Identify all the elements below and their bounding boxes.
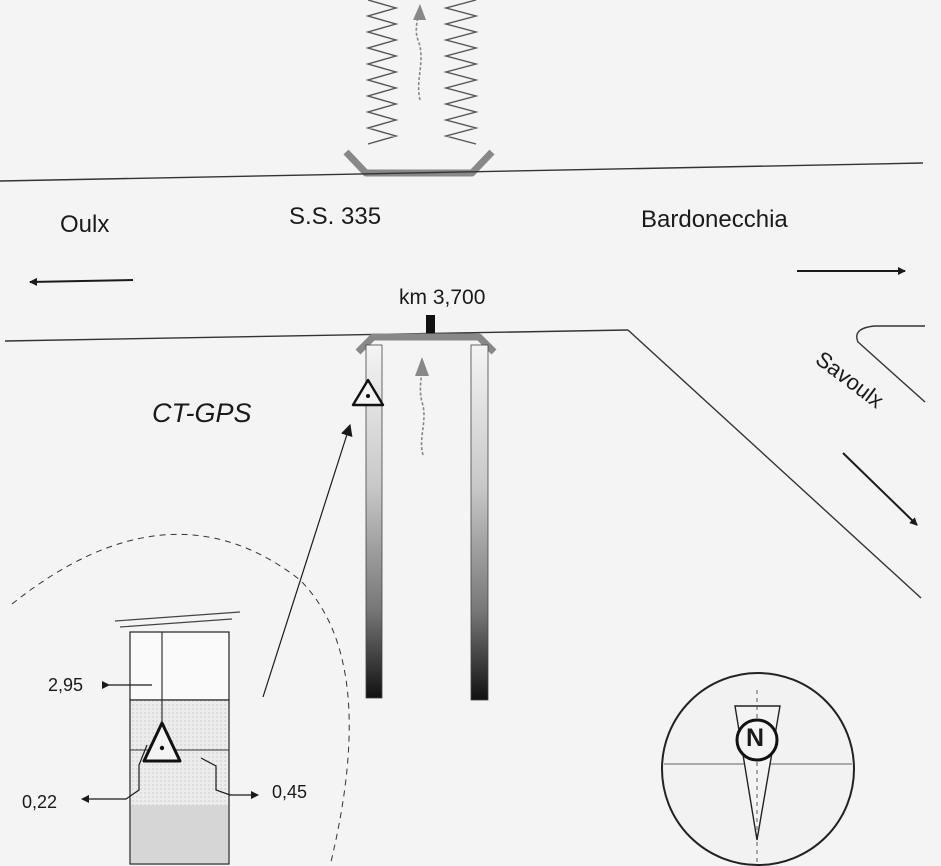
inset-dashed-boundary [11, 534, 350, 866]
inset-depth-value: 2,95 [48, 675, 84, 695]
inset-left-offset-value: 0,22 [22, 792, 58, 812]
inset-station-marker [142, 721, 182, 763]
lower-flow-arrowhead [415, 357, 429, 376]
upper-channel-left-wall [365, 0, 399, 145]
upper-culvert-outlet [343, 149, 495, 177]
inset-column-top [129, 631, 230, 701]
label-bardonecchia: Bardonecchia [641, 206, 788, 233]
label-km-marker: km 3,700 [399, 286, 486, 309]
km-marker-post [426, 315, 435, 335]
ct-gps-station-marker [351, 378, 385, 407]
road-south-edge [4, 329, 629, 342]
label-oulx: Oulx [60, 211, 110, 238]
lower-channel-left-wall [365, 344, 383, 699]
lower-channel [351, 333, 497, 701]
north-compass [661, 672, 855, 866]
compass-north-letter: N [746, 724, 765, 752]
inset-right-offset-value: 0,45 [272, 782, 308, 802]
lower-culvert-inlet [355, 333, 497, 355]
savoulx-road-edge-lower [627, 329, 922, 599]
label-road-number: S.S. 335 [289, 203, 382, 230]
detail-inset [11, 534, 350, 866]
lower-flow-arrow [419, 369, 425, 456]
upper-channel-right-wall [443, 0, 479, 145]
savoulx-arrow [842, 452, 918, 526]
upper-flow-arrowhead [413, 4, 426, 20]
road-north-edge [0, 162, 924, 182]
label-ct-gps: CT-GPS [152, 398, 252, 428]
leader-arrow [262, 423, 353, 698]
savoulx-road-edge-upper [856, 325, 926, 403]
oulx-arrow [29, 277, 134, 286]
upper-channel [343, 0, 495, 177]
lower-channel-right-wall [470, 344, 489, 701]
upper-flow-arrow [415, 5, 422, 101]
